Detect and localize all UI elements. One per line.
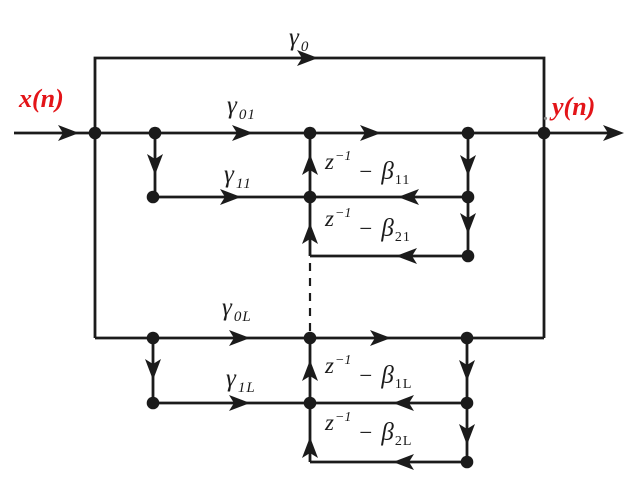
beta-subscript: 11 [394,173,411,188]
minus-sign: − [359,420,373,445]
output-label: y(n) [552,92,596,121]
z-exponent: −1 [334,410,352,425]
arrowhead-right [232,125,253,141]
beta-subscript: 1L [394,377,413,392]
arrowhead-right [220,189,241,205]
beta-symbol: β [381,362,394,389]
gain-symbol: γ [222,294,232,321]
z-symbol: z [325,206,334,231]
delay-label-1L: z−1−β1L [325,352,412,392]
feedback-term: −β2L [359,419,412,449]
gain-symbol: γ [227,92,237,119]
feedback-term: −β1L [359,362,412,392]
arrowheads [58,50,624,470]
junction-node [146,190,160,204]
arrowhead-down [147,154,163,175]
z-symbol: z [325,410,334,435]
arrowhead-left [393,395,414,411]
minus-sign: − [359,363,373,388]
arrowhead-right [58,125,79,141]
arrowhead-up [302,154,318,175]
junction-node [461,126,475,140]
minus-sign: − [359,159,373,184]
junction-nodes [88,126,551,469]
junction-node [460,331,474,345]
arrowhead-right [297,50,318,66]
junction-node [537,126,551,140]
arrowhead-right [229,330,250,346]
arrowhead-up [302,437,318,458]
junction-node [303,190,317,204]
arrowhead-right [229,395,250,411]
minus-sign: − [359,216,373,241]
z-exponent: −1 [334,353,352,368]
gain-subscript: 0L [233,309,252,325]
arrowhead-right [370,330,391,346]
arrowhead-up [302,223,318,244]
feedback-term: −β11 [359,158,410,188]
arrowhead-down [459,360,475,381]
junction-node [146,331,160,345]
gain-subscript: 01 [238,107,256,123]
junction-node [88,126,102,140]
junction-node [460,396,474,410]
junction-node [461,190,475,204]
delay-label-2L: z−1−β2L [325,409,412,449]
junction-node [303,396,317,410]
feedback-term: −β21 [359,215,410,245]
arrowhead-right [603,125,624,141]
junction-node [460,455,474,469]
junction-node [148,126,162,140]
junction-node [146,396,160,410]
arrowhead-left [396,248,417,264]
beta-subscript: 2L [394,434,413,449]
gain-subscript: 0 [300,39,310,55]
arrowhead-right [360,125,381,141]
arrowhead-down [459,424,475,445]
input-label: x(n) [19,84,64,113]
z-symbol: z [325,149,334,174]
beta-symbol: β [381,419,394,446]
arrowhead-down [460,155,476,176]
z-exponent: −1 [334,149,352,164]
arrowhead-left [393,454,414,470]
wire-outer-loop [93,56,546,338]
gain-subscript: 11 [235,176,252,192]
arrowhead-down [460,213,476,234]
delay-label-21: z−1−β21 [325,205,411,245]
beta-symbol: β [381,215,394,242]
beta-subscript: 21 [394,230,411,245]
junction-node [303,331,317,345]
z-exponent: −1 [334,206,352,221]
junction-node [303,126,317,140]
gain-subscript: 1L [237,380,256,396]
output-dot: . [543,103,548,125]
gain-symbol: γ [289,24,299,51]
delay-label-11: z−1−β11 [325,148,410,188]
junction-node [461,249,475,263]
arrowhead-down [145,359,161,380]
arrowhead-up [302,360,318,381]
z-symbol: z [325,353,334,378]
gain-symbol: γ [226,365,236,392]
beta-symbol: β [381,158,394,185]
arrowhead-left [398,189,419,205]
gain-symbol: γ [224,161,234,188]
